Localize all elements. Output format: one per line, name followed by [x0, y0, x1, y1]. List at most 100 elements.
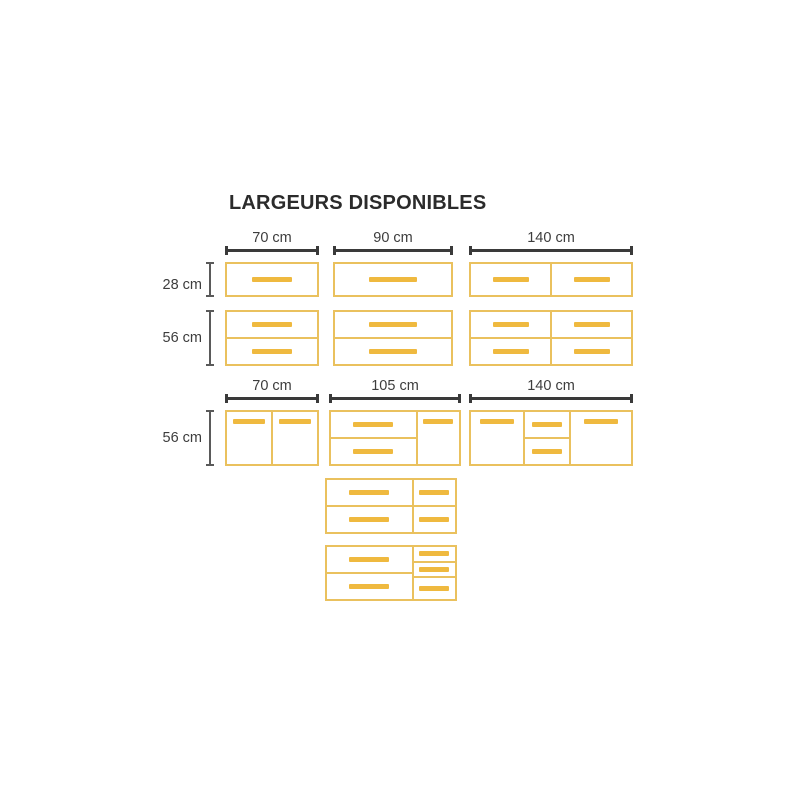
drawer-handle: [349, 490, 390, 495]
drawer-handle: [252, 349, 292, 354]
drawer-cell[interactable]: [331, 439, 416, 464]
height-dimension-bar-56-bottom: [206, 410, 214, 466]
door-handle: [480, 419, 515, 424]
door-handle: [423, 419, 454, 424]
unit-column: [327, 547, 414, 599]
drawer-cell[interactable]: [414, 507, 455, 532]
unit-105x56-drawers-door[interactable]: [329, 410, 461, 466]
unit-140x56[interactable]: [469, 310, 633, 366]
unit-column: [418, 412, 459, 464]
width-label-90-top: 90 cm: [373, 230, 413, 246]
drawer-handle: [573, 322, 610, 327]
width-dimension-bar-90-top: [333, 246, 453, 255]
drawer-handle: [369, 349, 417, 354]
width-dimension-bar-105-bottom: [329, 394, 461, 403]
drawer-cell[interactable]: [335, 339, 451, 364]
drawer-cell[interactable]: [552, 264, 631, 295]
unit-column: [327, 480, 414, 532]
drawer-handle: [419, 551, 450, 557]
drawer-cell[interactable]: [471, 312, 550, 339]
door-cell[interactable]: [273, 412, 317, 464]
door-handle: [233, 419, 265, 424]
drawer-cell[interactable]: [227, 339, 317, 364]
height-dimension-bar-28: [206, 262, 214, 297]
drawer-cell[interactable]: [414, 578, 455, 599]
unit-90x56[interactable]: [333, 310, 453, 366]
drawer-cell[interactable]: [327, 547, 412, 574]
unit-70x56-doors[interactable]: [225, 410, 319, 466]
width-label-140-top: 140 cm: [527, 230, 575, 246]
unit-column: [525, 412, 572, 464]
unit-column: [335, 312, 451, 364]
drawer-cell[interactable]: [327, 480, 412, 507]
drawer-handle: [419, 586, 450, 592]
drawer-handle: [573, 277, 610, 282]
drawer-cell[interactable]: [227, 312, 317, 339]
unit-column: [571, 412, 631, 464]
unit-column: [273, 412, 317, 464]
drawer-handle: [492, 322, 529, 327]
drawer-handle: [369, 277, 417, 282]
unit-140x28[interactable]: [469, 262, 633, 297]
width-label-140-bottom: 140 cm: [527, 378, 575, 394]
door-cell[interactable]: [227, 412, 271, 464]
drawer-handle: [419, 566, 450, 572]
unit-column: [552, 312, 631, 364]
drawer-cell[interactable]: [471, 339, 550, 364]
width-dimension-bar-70-bottom: [225, 394, 319, 403]
unit-90x28[interactable]: [333, 262, 453, 297]
unit-column: [227, 312, 317, 364]
page-title: LARGEURS DISPONIBLES: [229, 192, 487, 214]
unit-column: [471, 412, 526, 464]
drawer-cell[interactable]: [227, 264, 317, 295]
drawer-cell[interactable]: [552, 312, 631, 339]
unit-column: [227, 264, 317, 295]
unit-column: [331, 412, 418, 464]
drawer-cell[interactable]: [413, 480, 455, 507]
drawer-handle: [492, 349, 529, 354]
drawer-handle: [252, 322, 292, 327]
unit-column: [413, 547, 455, 599]
unit-140x56-doors-drawers[interactable]: [469, 410, 633, 466]
unit-column: [552, 264, 631, 295]
drawer-handle: [532, 422, 563, 427]
drawer-cell[interactable]: [335, 312, 451, 339]
drawer-cell[interactable]: [525, 412, 570, 439]
drawer-cell[interactable]: [331, 412, 416, 439]
unit-column: [227, 412, 273, 464]
drawer-cell[interactable]: [525, 439, 569, 464]
drawer-handle: [419, 490, 450, 495]
width-dimension-bar-140-bottom: [469, 394, 633, 403]
drawer-handle: [419, 517, 450, 522]
unit-105x56-grid[interactable]: [325, 478, 457, 534]
width-label-105-bottom: 105 cm: [371, 378, 419, 394]
door-handle: [584, 419, 619, 424]
drawer-handle: [369, 322, 417, 327]
drawer-cell[interactable]: [471, 264, 550, 295]
unit-105x56-grid-five[interactable]: [325, 545, 457, 601]
drawer-handle: [349, 557, 390, 562]
height-label-56-bottom: 56 cm: [162, 430, 203, 446]
width-dimension-bar-140-top: [469, 246, 633, 255]
unit-column: [335, 264, 451, 295]
drawer-cell[interactable]: [327, 574, 412, 599]
drawer-handle: [349, 584, 390, 589]
door-cell[interactable]: [471, 412, 523, 464]
door-cell[interactable]: [418, 412, 459, 464]
drawer-cell[interactable]: [413, 547, 455, 563]
unit-column: [471, 264, 552, 295]
drawer-handle: [353, 422, 394, 427]
unit-70x28[interactable]: [225, 262, 319, 297]
drawer-handle: [573, 349, 610, 354]
width-dimension-bar-70-top: [225, 246, 319, 255]
drawer-cell[interactable]: [552, 339, 631, 364]
drawer-handle: [492, 277, 529, 282]
height-label-28: 28 cm: [162, 277, 203, 293]
unit-70x56[interactable]: [225, 310, 319, 366]
drawer-cell[interactable]: [335, 264, 451, 295]
drawer-cell[interactable]: [327, 507, 412, 532]
drawer-handle: [532, 449, 563, 454]
door-cell[interactable]: [571, 412, 631, 464]
drawer-cell[interactable]: [413, 563, 455, 579]
